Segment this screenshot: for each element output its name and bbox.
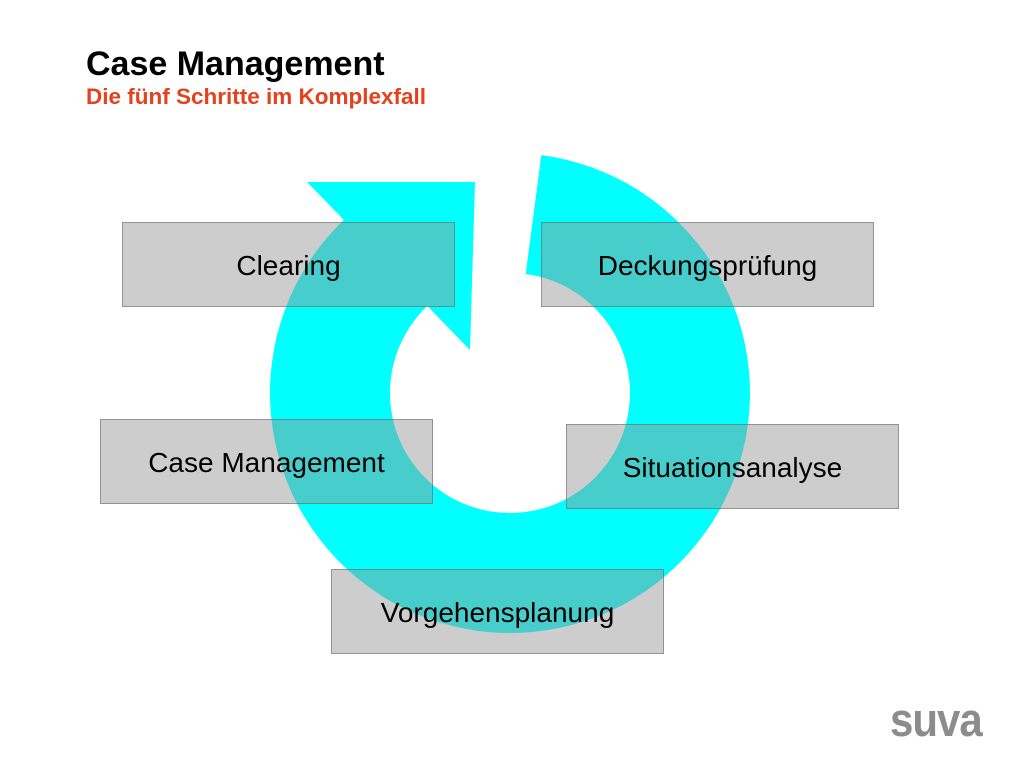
step-box-deckungspruefung: Deckungsprüfung [541, 222, 874, 307]
step-label-clearing: Clearing [236, 250, 341, 281]
step-box-vorgehensplanung: Vorgehensplanung [331, 569, 664, 654]
cycle-arrow-shape [269, 155, 750, 634]
step-box-situationsanalyse: Situationsanalyse [566, 424, 899, 509]
step-box-case-management: Case Management [100, 419, 433, 504]
step-box-clearing: Clearing [122, 222, 455, 307]
step-label-vorgehensplanung: Vorgehensplanung [380, 597, 615, 628]
step-label-deckungspruefung: Deckungsprüfung [597, 250, 818, 281]
step-label-situationsanalyse: Situationsanalyse [622, 452, 843, 483]
suva-logo: suva [890, 693, 983, 747]
step-label-case-management: Case Management [148, 447, 385, 478]
slide-subtitle: Die fünf Schritte im Komplexfall [86, 84, 427, 109]
slide-title: Case Management [86, 45, 385, 83]
